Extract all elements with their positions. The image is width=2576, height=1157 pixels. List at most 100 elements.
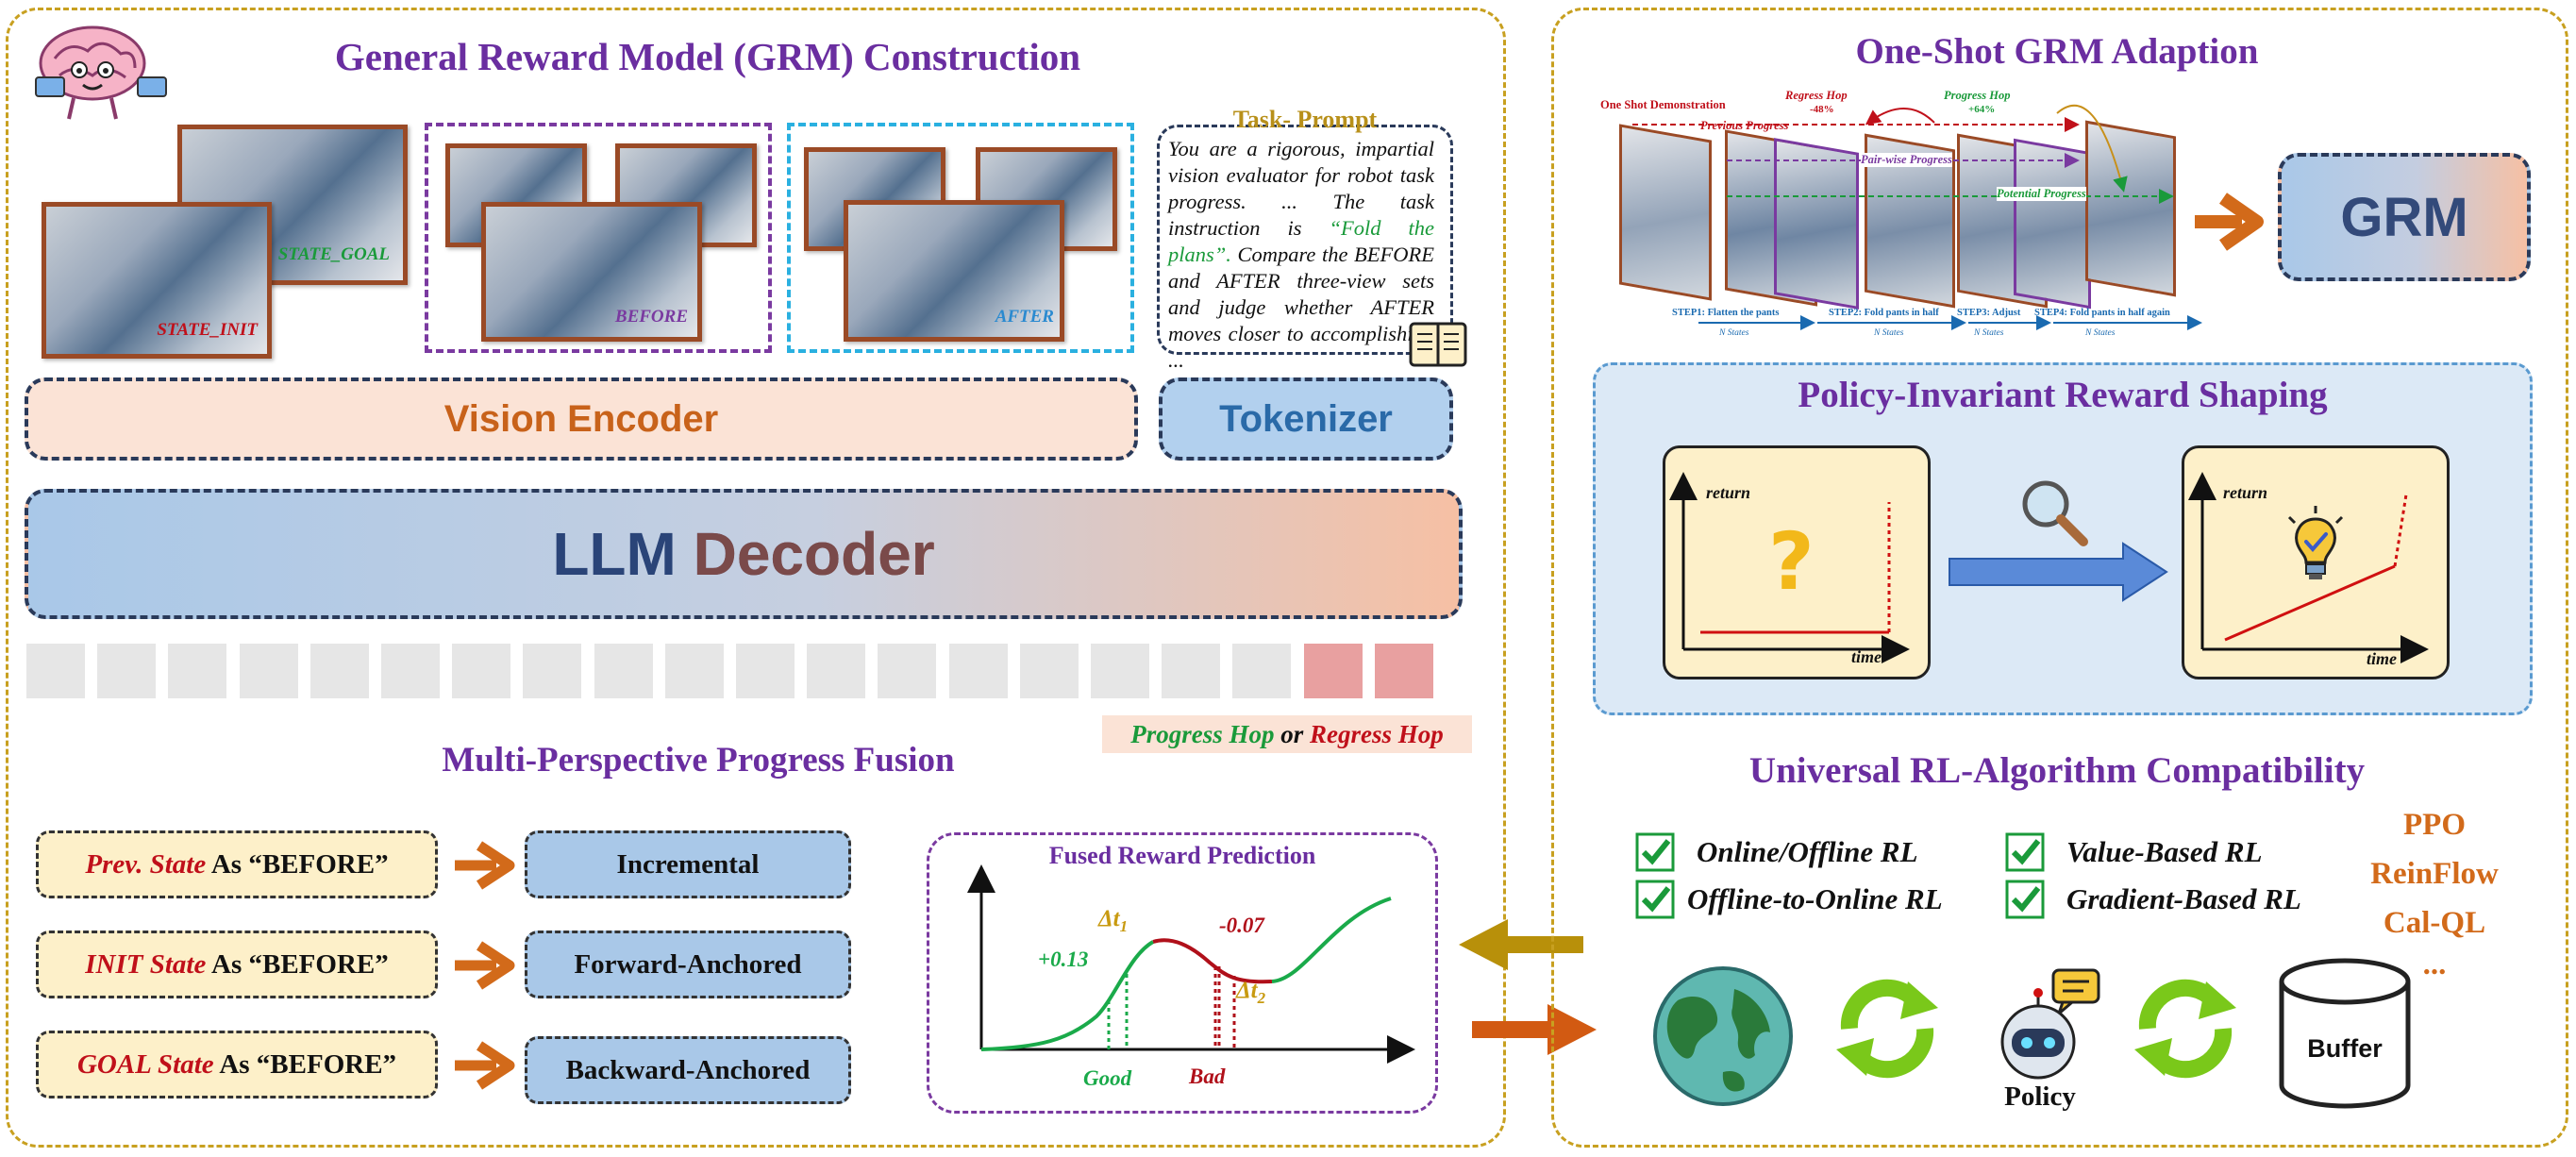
init-state-label: INIT State [85,948,207,980]
token [97,644,157,698]
return-label-before: return [1706,483,1751,502]
arrow-right-icon [2195,193,2264,251]
algo-calql: Cal-QL [2383,906,2486,940]
shaped-reward-ramp [2224,564,2396,642]
one-shot-demo-label: One Shot Demonstration [1600,98,1726,111]
arrow-right-icon [455,1041,515,1090]
notebook-icon [1409,322,1467,367]
token [452,644,511,698]
progress-pct-label: +64% [1968,104,1996,115]
delta2-label: Δt2 [1236,978,1265,1008]
before-frame [425,123,772,353]
check-item-gradient-based: Gradient-Based RL [2004,876,2382,923]
state-goal-label: STATE_GOAL [277,244,390,264]
token [26,644,85,698]
compat-title: Universal RL-Algorithm Compatibility [1748,750,2366,791]
token [168,644,227,698]
algo-ellipsis: ... [2422,947,2447,981]
oneshot-title: One-Shot GRM Adaption [1855,31,2259,72]
shaping-plot-before-axes [1669,472,1910,663]
vision-encoder-box: Vision Encoder [25,377,1138,461]
buffer-label: Buffer [2307,1034,2383,1063]
progress-hop-legend: Progress Hop [1130,719,1275,748]
token [948,644,1008,698]
step2-sub: N States [1874,328,1904,338]
progress-hop-label: Progress Hop [1944,89,2011,102]
shaped-reward-spike [2393,494,2408,567]
fused-reward-chart [967,864,1415,1064]
delta1-label: Δt1 [1098,906,1128,936]
task-prompt-text: You are a rigorous, impartial vision eva… [1168,136,1434,374]
check-list: Online/Offline RL Offline-to-Online RL V… [1634,829,2370,932]
checkbox-icon [1635,880,1675,919]
checkbox-icon [2005,832,2045,872]
right-panel [1551,8,2568,1148]
robot-policy-icon [2000,968,2100,1080]
hop-legend: Progress Hop or Regress Hop [1102,715,1472,753]
token [664,644,724,698]
goal-state-as: As “BEFORE” [213,1048,397,1080]
hop-legend-or: or [1274,719,1311,748]
photo-after-main: AFTER [844,200,1064,342]
after-label: AFTER [995,307,1054,327]
grm-box: GRM [2278,153,2531,281]
algo-reinflow: ReinFlow [2370,857,2499,891]
token [523,644,582,698]
check-gradient-based-label: Gradient-Based RL [2066,882,2301,915]
token [1091,644,1149,698]
mode-forward-anchored: Forward-Anchored [525,931,851,998]
step4-sub: N States [2085,328,2116,338]
token [239,644,298,698]
step1-sub: N States [1719,328,1749,338]
shaping-arrow-icon [1949,542,2168,602]
token [1019,644,1079,698]
regress-hop-label: Regress Hop [1785,89,1848,102]
token [594,644,653,698]
task-prompt-text-before: You are a rigorous, impartial vision eva… [1168,137,1434,240]
token [309,644,369,698]
fused-curve-recover [1271,897,1392,983]
checkbox-icon [2005,880,2045,919]
step1-label: STEP1: Flatten the pants [1672,308,1780,318]
fused-reward-title: Fused Reward Prediction [1048,842,1316,869]
cycle-arrows-icon [1836,979,1938,1079]
arrow-right-icon [1472,1004,1597,1055]
arrow-right-icon [455,841,515,890]
token [1232,644,1292,698]
demo-annotations [1632,104,2202,330]
globe-icon [1653,966,1793,1106]
token-highlighted [1374,644,1433,698]
mode-backward-anchored: Backward-Anchored [525,1036,851,1104]
delta2-sub: 2 [1257,989,1266,1007]
token [736,644,795,698]
check-value-based-label: Value-Based RL [2066,835,2263,868]
state-init-label: STATE_INIT [157,320,258,340]
after-frame [787,123,1134,353]
check-item-offline-to-online: Offline-to-Online RL [1634,876,2031,923]
brain-mascot-icon [35,25,167,120]
token [878,644,937,698]
step3-sub: N States [1974,328,2004,338]
check-online-offline-label: Online/Offline RL [1697,835,1918,868]
token [1162,644,1221,698]
mode-incremental: Incremental [525,830,851,898]
pos-value-label: +0.13 [1038,947,1089,971]
return-label-after: return [2223,483,2268,502]
prev-state-label: Prev. State [85,848,207,880]
prev-state-as: As “BEFORE” [206,848,389,880]
regress-hop-legend: Regress Hop [1310,719,1444,748]
goal-state-label: GOAL State [76,1048,214,1080]
time-label-before: time [1851,647,1882,666]
buffer-cylinder-icon [2279,958,2411,1109]
token [807,644,866,698]
cycle-arrows-icon [2134,979,2236,1079]
delta1-text: Δt [1098,906,1120,931]
policy-label: Policy [2004,1082,2076,1112]
shaping-plot-after-axes [2188,472,2429,663]
step2-label: STEP2: Fold pants in half [1829,308,1939,318]
arrow-right-icon [455,941,515,990]
pairwise-label: Pair-wise Progress [1861,153,1952,167]
before-label: BEFORE [614,307,688,327]
task-prompt-text-after: Compare the BEFORE and AFTER three-view … [1168,243,1434,372]
shaping-title: Policy-Invariant Reward Shaping [1798,375,2328,415]
